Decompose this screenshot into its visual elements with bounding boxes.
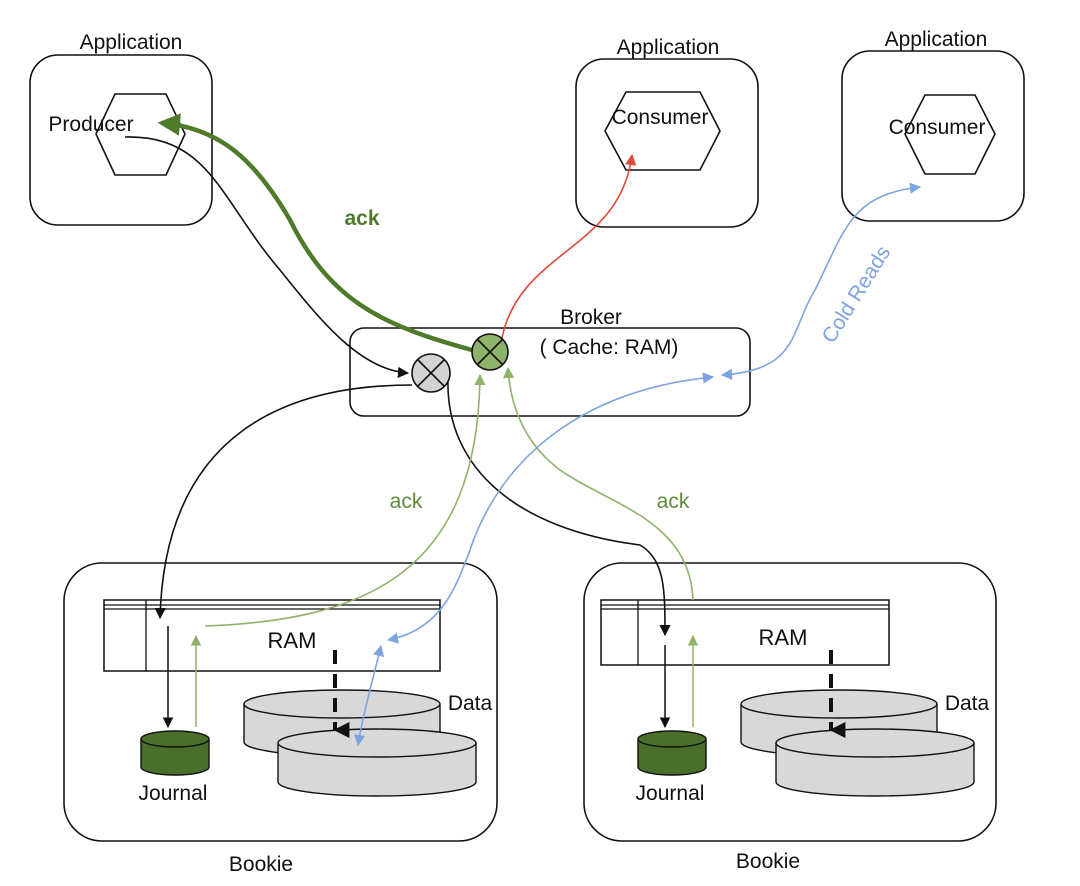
broker-title: Broker	[560, 306, 622, 329]
broker: Broker ( Cache: RAM)	[349, 306, 751, 417]
bookie-left-journal-cylinder	[140, 730, 210, 776]
consumer-label: Consumer	[612, 106, 709, 129]
broker-to-producer-ack-arrow	[157, 113, 473, 353]
producer-to-broker-write-arrow	[124, 136, 410, 378]
cold-consumer-application: Application Consumer	[841, 28, 1025, 222]
producer-label: Producer	[48, 113, 133, 136]
cold-reads-label: Cold Reads	[818, 242, 896, 347]
bookie-left-data-label: Data	[448, 692, 493, 715]
ack-main-label: ack	[344, 207, 379, 230]
bookie-right-journal-label: Journal	[636, 782, 705, 805]
bookie-left: Bookie RAM Data Journal	[63, 562, 498, 876]
cold-consumer-application-title: Application	[885, 28, 988, 51]
cold-consumer-hexagon	[904, 94, 996, 175]
bookie-right: Bookie RAM Data Journal	[583, 562, 997, 873]
bookie-right-data-disk-front	[775, 728, 975, 797]
broker-ack-node	[471, 333, 509, 371]
bookie-right-ram-label: RAM	[759, 625, 808, 650]
broker-write-node	[411, 353, 451, 393]
bookie-left-journal-label: Journal	[139, 782, 208, 805]
ram-to-disk-read-arrow	[354, 644, 384, 747]
consumer-application: Application Consumer	[575, 36, 759, 228]
bookie-right-data-label: Data	[945, 692, 990, 715]
cold-consumer-label: Consumer	[889, 116, 986, 139]
consumer-application-title: Application	[617, 36, 720, 59]
consumer-hexagon	[604, 91, 721, 171]
broker-to-cold-consumer-arrow	[720, 182, 922, 380]
bookie-left-title: Bookie	[229, 853, 293, 876]
bookie-left-ram-label: RAM	[268, 628, 317, 653]
bookie-right-journal-cylinder	[637, 730, 707, 776]
broker-to-bookie-left-write-arrow	[154, 384, 413, 620]
bookie-right-title: Bookie	[736, 850, 800, 873]
broker-to-consumer-arrow	[501, 153, 637, 339]
bookie-left-data-disk-front	[277, 728, 477, 797]
ack-left-label: ack	[390, 490, 423, 513]
ack-right-label: ack	[657, 490, 690, 513]
broker-subtitle: ( Cache: RAM)	[540, 336, 679, 359]
producer-application-title: Application	[80, 31, 183, 54]
bookie-right-ram-table	[600, 599, 890, 666]
bookie-to-broker-read-arrow	[386, 372, 715, 644]
